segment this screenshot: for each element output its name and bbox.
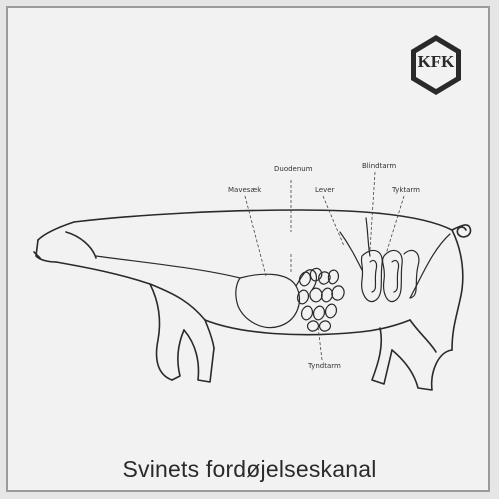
kfk-logo-text: KFK [410,52,462,72]
diagram-caption: Svinets fordøjelseskanal [0,456,499,483]
label-duodenum: Duodenum [274,165,313,173]
label-liver: Lever [315,186,334,194]
label-colon: Tyktarm [392,186,420,194]
pig-outline [34,210,471,390]
label-large-intestine: Blindtarm [362,162,396,170]
label-small-intestine: Tyndtarm [308,362,341,370]
digestive-tract [96,218,450,331]
label-ventricle: Mavesæk [228,186,261,194]
